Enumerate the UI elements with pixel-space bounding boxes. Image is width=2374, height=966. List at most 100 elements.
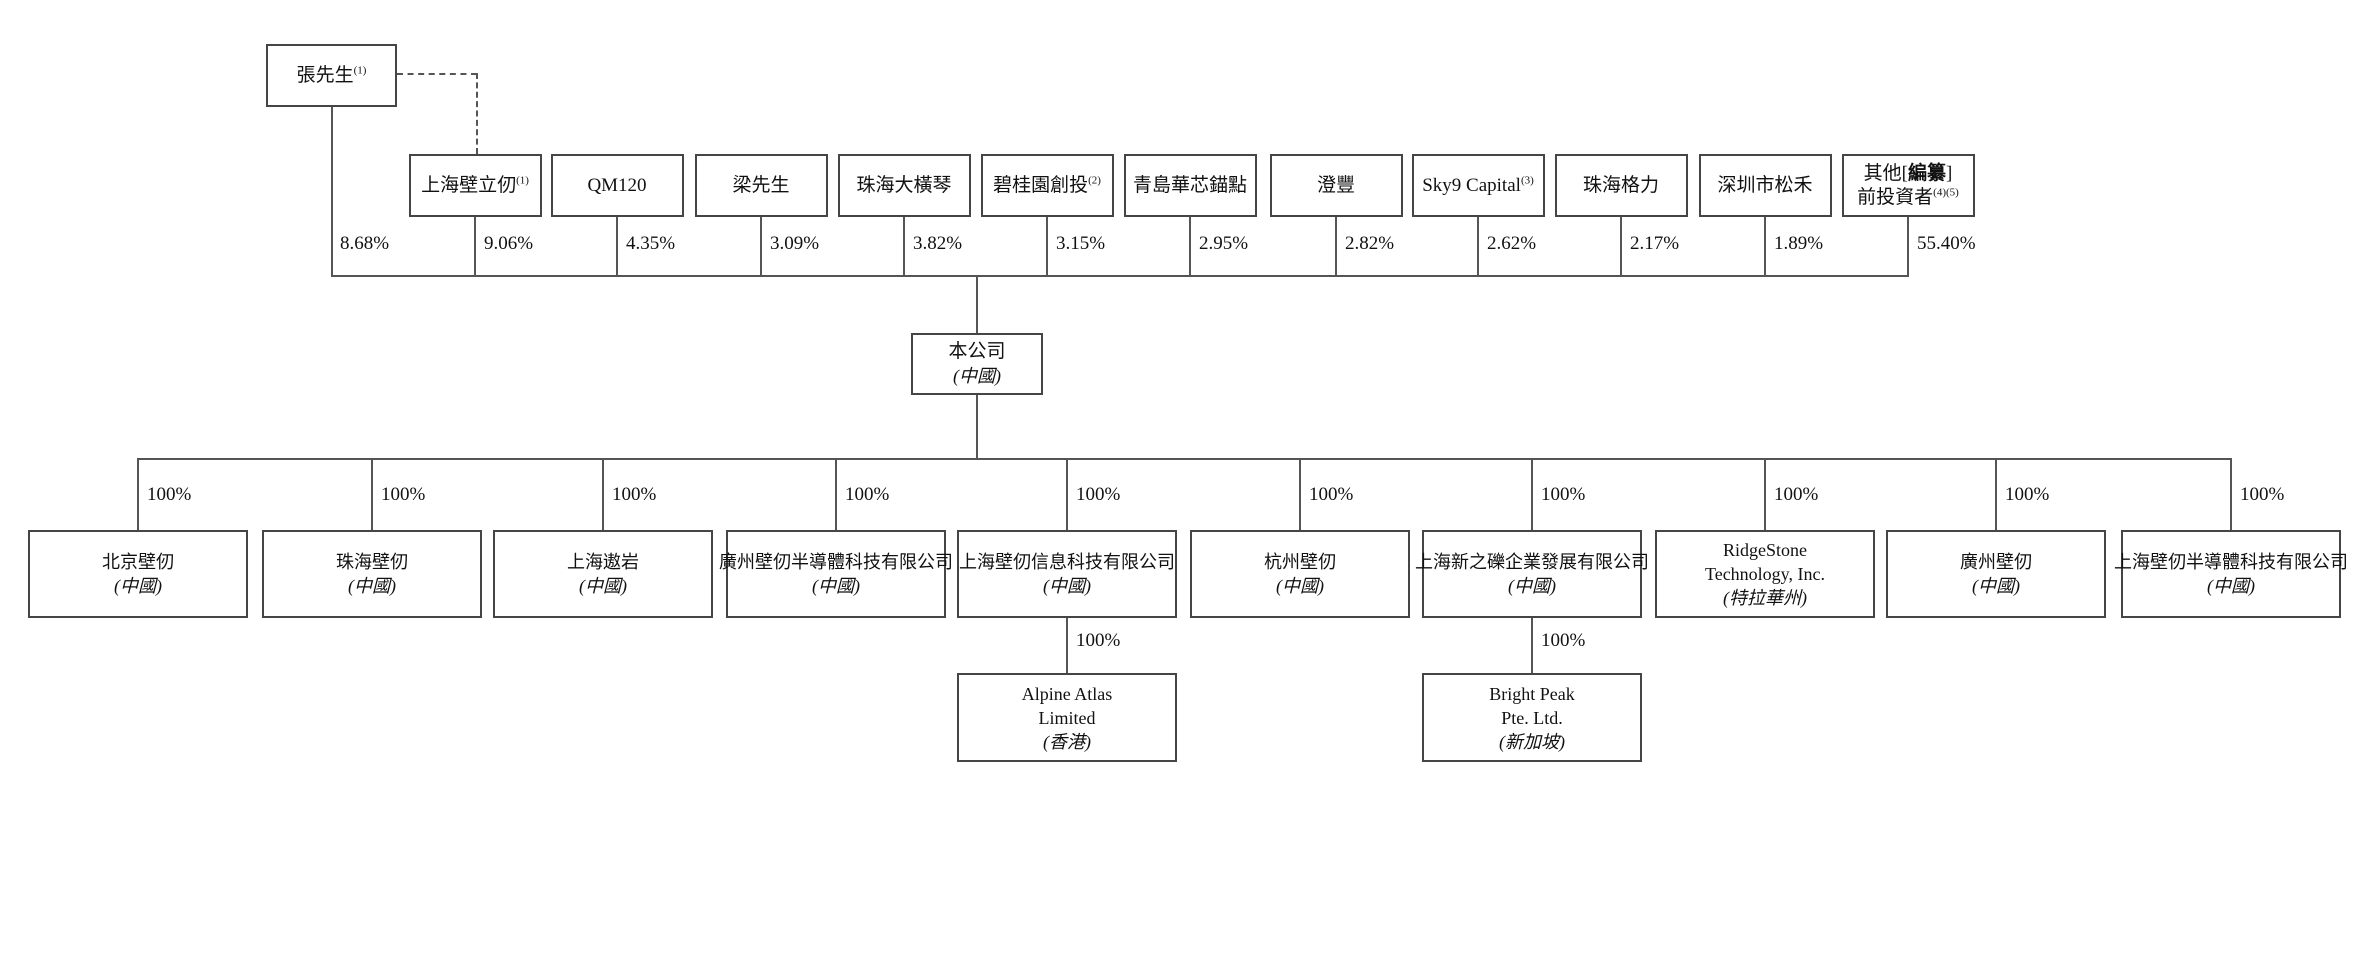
name-text: 珠海格力 (1582, 174, 1659, 196)
shareholder-name: 深圳市松禾 (1717, 174, 1812, 198)
subsidiary-jurisdiction: (香港) (1043, 731, 1091, 752)
subsidiary-jurisdiction: (特拉華州) (1723, 588, 1807, 608)
shareholder-connector-line (1335, 217, 1337, 275)
subsidiary-jurisdiction: (新加坡) (1499, 731, 1565, 752)
subsidiary-name: Pte. Ltd. (1501, 707, 1563, 728)
shareholder-connector-line (1477, 217, 1479, 275)
shareholder-name: 青島華芯錨點 (1133, 174, 1247, 198)
company-box: 本公司 (中國) (911, 333, 1043, 395)
subsidiary-name: 珠海壁仞 (336, 552, 408, 572)
shareholder-box: Sky9 Capital(3) (1411, 154, 1545, 217)
subsidiary-jurisdiction: (中國) (579, 576, 627, 596)
ownership-percent-label: 100% (1541, 630, 1586, 651)
shareholder-note: (3) (1520, 174, 1534, 187)
ownership-percent-label: 9.06% (484, 233, 534, 254)
subsidiary-jurisdiction: (中國) (1972, 576, 2020, 596)
shareholders-bus-line (331, 275, 1909, 277)
subsidiary-name: 北京壁仞 (102, 552, 174, 572)
subsidiary-box: 廣州壁仞(中國) (1886, 530, 2106, 618)
name-text: QM120 (587, 174, 647, 196)
ownership-percent-label: 2.17% (1630, 233, 1680, 254)
shareholder-box: 青島華芯錨點 (1123, 154, 1257, 217)
bus-to-company-line (976, 275, 978, 333)
subsidiary-connector-line (137, 458, 139, 530)
name-text: 珠海大橫琴 (856, 174, 952, 196)
name-text: 上海壁立仞 (421, 174, 517, 196)
ownership-percent-label: 100% (1309, 484, 1354, 505)
subsidiary-jurisdiction: (中國) (348, 576, 396, 596)
shareholder-name: 上海壁立仞(1) (421, 174, 529, 198)
ownership-percent-label: 100% (147, 484, 192, 505)
subsidiary-name: 上海新之礫企業發展有限公司 (1415, 552, 1649, 572)
subsidiary-box: 北京壁仞 (中國) (28, 530, 248, 618)
subsidiary-jurisdiction: (中國) (1276, 576, 1324, 596)
subsidiary-jurisdiction: (中國) (114, 576, 162, 596)
company-name: 本公司 (948, 341, 1006, 362)
subsidiary-name: Alpine Atlas (1021, 683, 1113, 704)
subsidiary-box: 珠海壁仞 (中國) (262, 530, 482, 618)
second-level-connector-line (1066, 618, 1068, 673)
subsidiary-name: Limited (1038, 707, 1096, 728)
subsidiary-box: 上海遨岩 (中國) (493, 530, 713, 618)
ownership-percent-label: 55.40% (1917, 233, 1976, 254)
subsidiary-name: Bright Peak (1489, 683, 1575, 704)
ownership-percent-label: 100% (845, 484, 890, 505)
shareholder-box: QM120 (550, 154, 684, 217)
shareholder-name-line2: 前投資者(4)(5) (1857, 186, 1959, 210)
shareholder-connector-line (1046, 217, 1048, 275)
shareholder-connector-line (1764, 217, 1766, 275)
subsidiary-connector-line (2230, 458, 2232, 530)
shareholder-note: (2) (1088, 174, 1101, 187)
subsidiary-name: 上海遨岩 (567, 552, 639, 572)
founder-name: 張先生(1) (296, 64, 367, 86)
subsidiary-connector-line (1995, 458, 1997, 530)
second-level-connector-line (1531, 618, 1533, 673)
shareholder-box: 其他[編纂]前投資者(4)(5) (1841, 154, 1975, 217)
subsidiary-connector-line (1531, 458, 1533, 530)
name-text: ] (1946, 162, 1953, 184)
shareholder-box: 澄豐 (1269, 154, 1403, 217)
ownership-percent-label: 100% (2240, 484, 2285, 505)
ownership-percent-label: 2.82% (1345, 233, 1395, 254)
shareholder-note: (1) (516, 174, 529, 187)
subsidiary-jurisdiction: (中國) (1508, 576, 1556, 596)
shareholder-connector-line (1907, 217, 1909, 275)
shareholder-name: Sky9 Capital(3) (1422, 174, 1534, 198)
subsidiary-connector-line (371, 458, 373, 530)
subsidiary-box: 上海壁仞半導體科技有限公司 (中國) (2114, 530, 2348, 618)
subsidiary-box: 杭州壁仞(中國) (1190, 530, 1410, 618)
subsidiary-name: RidgeStone (1723, 540, 1807, 560)
ownership-percent-label: 100% (1774, 484, 1819, 505)
shareholder-name: 珠海格力 (1583, 174, 1659, 198)
shareholder-name: 碧桂園創投(2) (993, 174, 1101, 198)
dashed-connector-vertical (476, 73, 478, 154)
ownership-percent-label: 100% (1076, 484, 1121, 505)
shareholder-box: 珠海大橫琴 (837, 154, 971, 217)
subsidiary-name: 上海壁仞半導體科技有限公司 (2114, 552, 2348, 572)
subsidiary-connector-line (1299, 458, 1301, 530)
shareholder-connector-line (1189, 217, 1191, 275)
subsidiary-connector-line (1066, 458, 1068, 530)
shareholder-box: 碧桂園創投(2) (980, 154, 1114, 217)
shareholder-name: 梁先生 (732, 174, 789, 198)
shareholder-connector-line (903, 217, 905, 275)
founder-note: (1) (353, 64, 367, 77)
subsidiary-jurisdiction: (中國) (2207, 576, 2255, 596)
subsidiary-box: 上海新之礫企業發展有限公司 (中國) (1415, 530, 1649, 618)
name-text: 澄豐 (1316, 174, 1355, 196)
shareholder-note: (4)(5) (1933, 186, 1959, 199)
name-text: 深圳市松禾 (1717, 174, 1813, 196)
shareholder-connector-line (1620, 217, 1622, 275)
subsidiary-connector-line (835, 458, 837, 530)
subsidiary-box: 上海壁仞信息科技有限公司(中國) (957, 530, 1177, 618)
name-text: 碧桂園創投 (993, 174, 1089, 196)
shareholder-name: QM120 (587, 174, 646, 198)
shareholder-box: 珠海格力 (1554, 154, 1688, 217)
subsidiary-name: Technology, Inc. (1704, 564, 1826, 584)
subsidiary-jurisdiction: (中國) (812, 576, 860, 596)
ownership-percent-label: 100% (1076, 630, 1121, 651)
shareholder-connector-line (760, 217, 762, 275)
